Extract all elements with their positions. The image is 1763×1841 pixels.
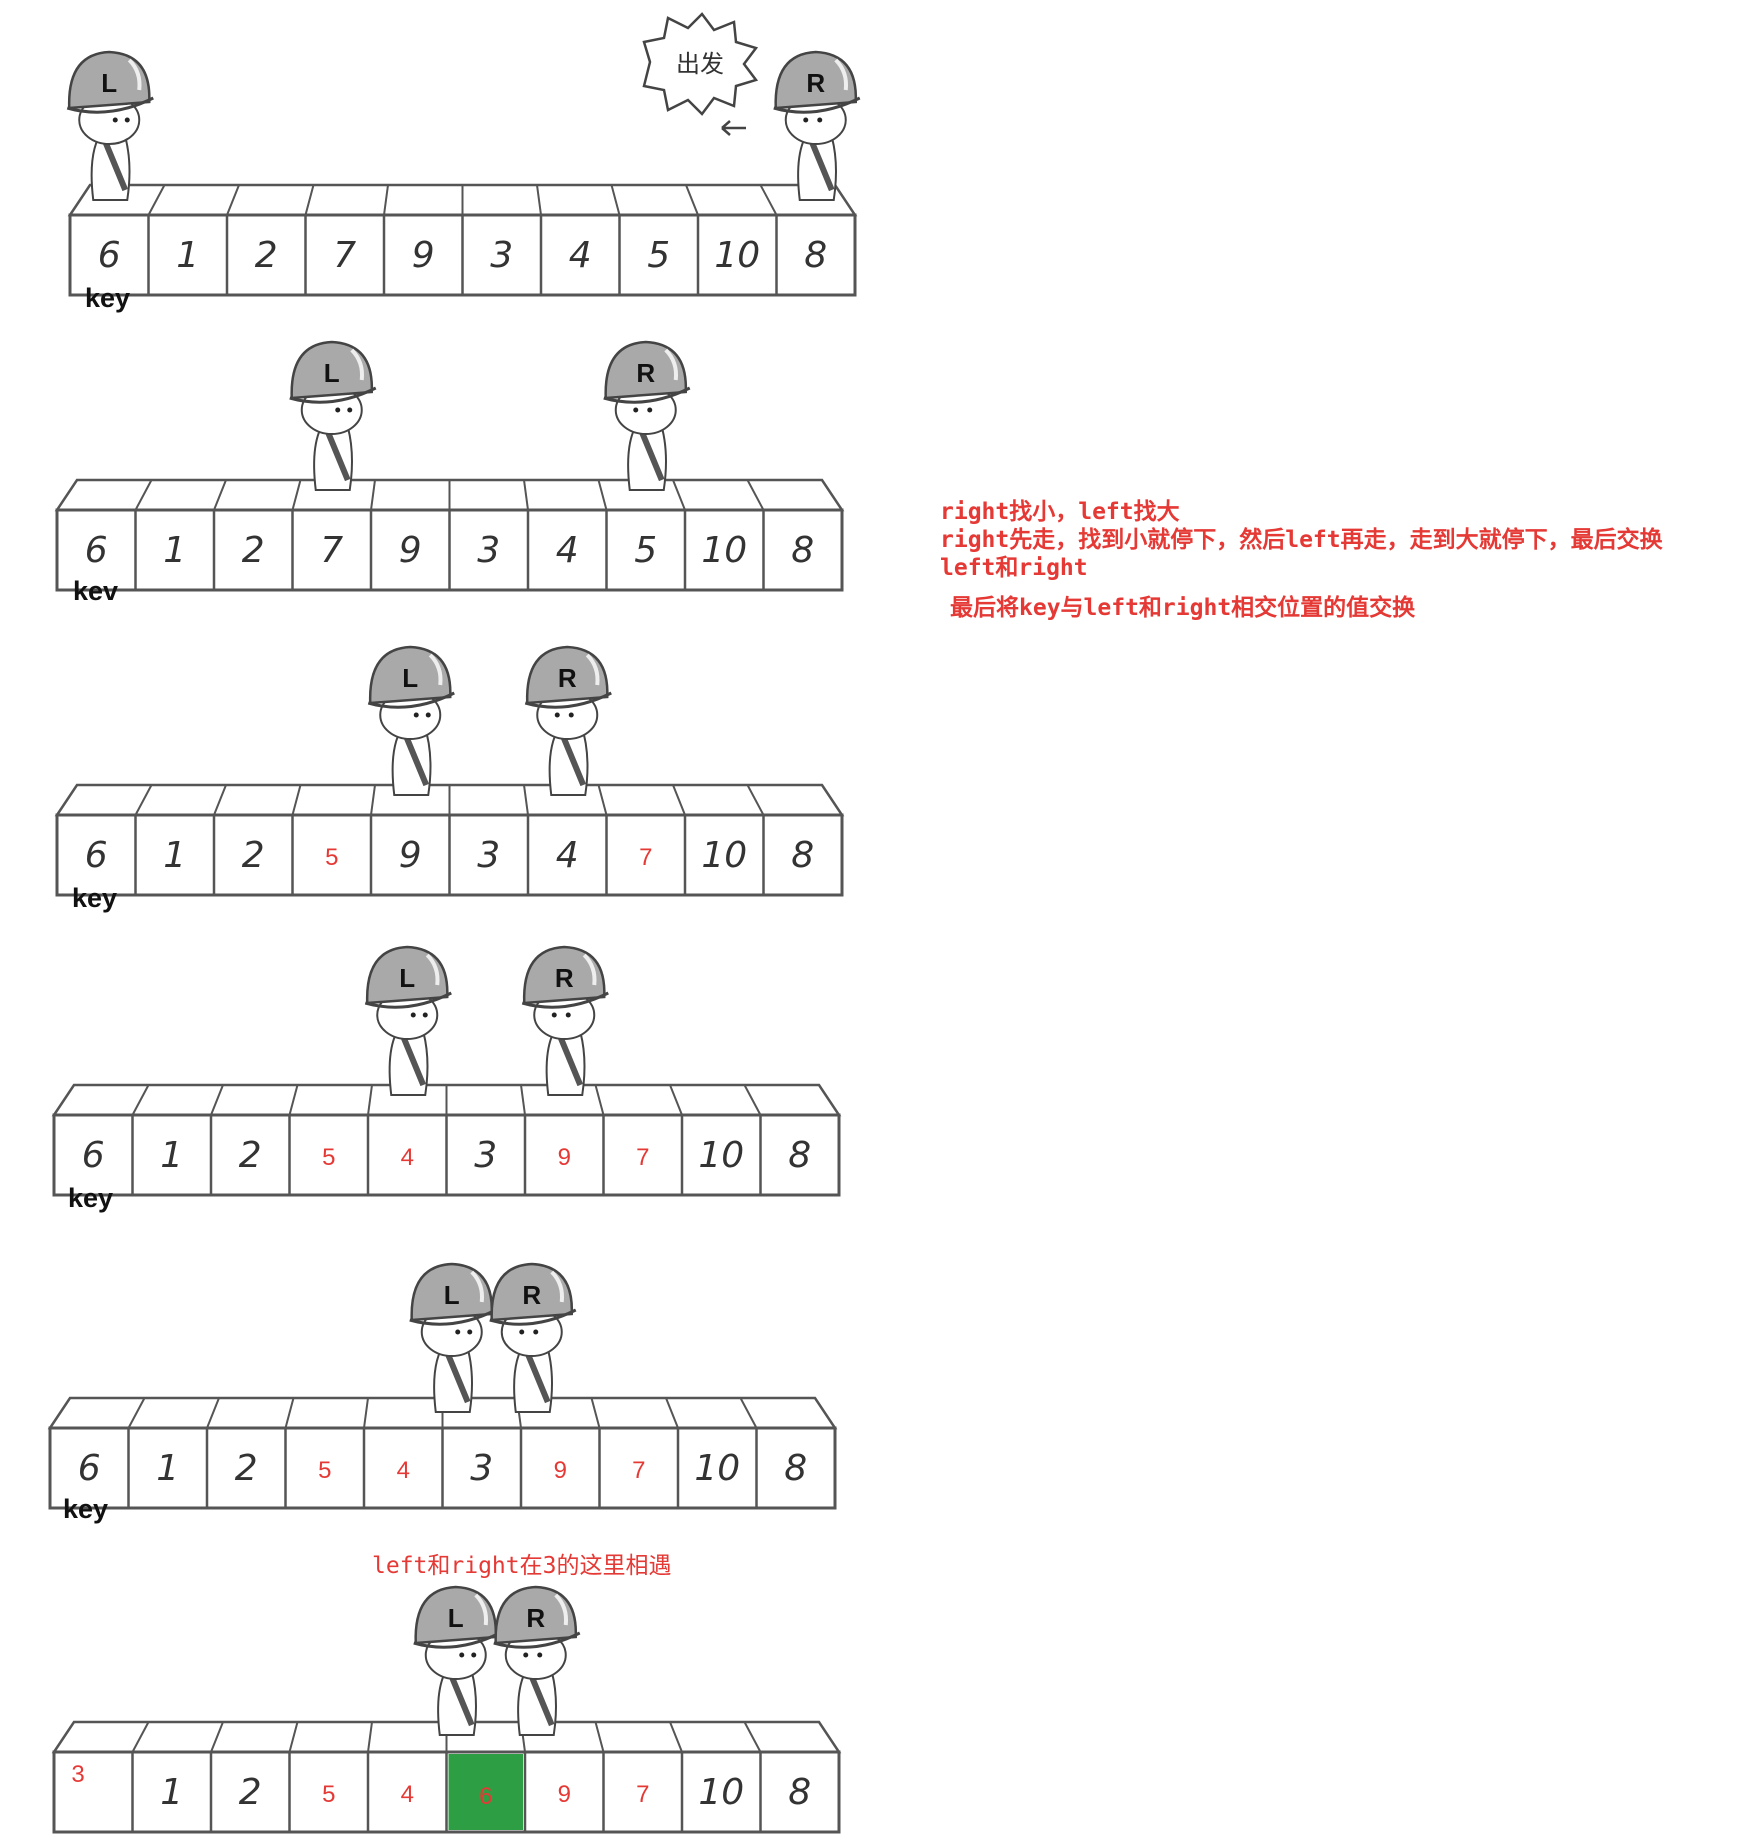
explanation-notes: right找小，left找大 right先走，找到小就停下，然后left再走，走… — [940, 498, 1663, 622]
array-cell-value: 9 — [412, 235, 435, 276]
note-line-2: right先走，找到小就停下，然后left再走，走到大就停下，最后交换 — [940, 527, 1663, 553]
soldier-right: R — [489, 1262, 577, 1413]
soldier-left-letter: L — [399, 963, 415, 993]
array-cell-value: 6 — [82, 1135, 105, 1176]
array-cell-value: 6 — [479, 1783, 492, 1810]
array-cell-value: 5 — [647, 235, 670, 276]
soldier-left: L — [289, 340, 377, 491]
soldier-left-letter: L — [448, 1603, 464, 1633]
array-cell-value: 10 — [701, 835, 747, 876]
array-cell-value: 8 — [791, 530, 814, 571]
array-cell-value: 10 — [714, 235, 760, 276]
soldier-left: L — [409, 1262, 497, 1413]
key-label: key — [63, 1494, 109, 1524]
array-cell-value: 9 — [399, 835, 422, 876]
array-cell-value: 7 — [636, 1781, 649, 1808]
soldier-left-letter: L — [324, 358, 340, 388]
note-line-4: 最后将key与left和right相交位置的值交换 — [950, 595, 1416, 621]
key-label: kev — [73, 576, 119, 606]
soldier-right-letter: R — [522, 1280, 541, 1310]
array-cell-value: 9 — [558, 1781, 571, 1808]
array-cell-value: 10 — [701, 530, 747, 571]
soldier-left: L — [413, 1585, 501, 1736]
soldier-left: L — [66, 50, 154, 201]
array-cell-value: 7 — [320, 530, 343, 571]
soldier-left-letter: L — [101, 68, 117, 98]
array-cell-value: 1 — [176, 235, 199, 276]
array-cell-value: 5 — [322, 1144, 335, 1171]
key-label: key — [72, 883, 118, 913]
array-cell-value: 8 — [788, 1135, 811, 1176]
array-cell-value: 4 — [556, 835, 579, 876]
soldier-right-letter: R — [555, 963, 574, 993]
array-cell-value: 6 — [85, 835, 108, 876]
array-cell-value: 5 — [634, 530, 657, 571]
soldier-right: R — [603, 340, 691, 491]
array-cell-value: 1 — [160, 1772, 183, 1813]
soldier-left: L — [367, 645, 455, 796]
array-cell-value: 2 — [239, 1772, 262, 1813]
array-cell-value: 7 — [632, 1457, 645, 1484]
array-cell-value: 10 — [694, 1448, 740, 1489]
array-cell-value: 9 — [554, 1457, 567, 1484]
array-cell-value: 5 — [322, 1781, 335, 1808]
soldier-right: R — [521, 945, 609, 1096]
array-cell-value: 9 — [558, 1144, 571, 1171]
soldier-right-letter: R — [806, 68, 825, 98]
shout-text: 出发 — [676, 50, 724, 78]
note-line-1: right找小，left找大 — [940, 499, 1180, 525]
array-cell-value: 4 — [401, 1781, 414, 1808]
soldier-left-letter: L — [444, 1280, 460, 1310]
array-cell-value: 8 — [784, 1448, 807, 1489]
array-cell-value: 10 — [698, 1772, 744, 1813]
soldier-right: R — [773, 50, 861, 201]
array-cell-value: 4 — [401, 1144, 414, 1171]
array-cell-value: 3 — [490, 235, 513, 276]
key-label: key — [85, 283, 131, 313]
arrow-left-icon — [718, 118, 748, 143]
array-cell-value: 4 — [569, 235, 592, 276]
soldier-right: R — [524, 645, 612, 796]
soldier-right-letter: R — [636, 358, 655, 388]
array-cell-value: 3 — [474, 1135, 497, 1176]
array-cell-value: 6 — [85, 530, 108, 571]
soldier-left-letter: L — [402, 663, 418, 693]
array-cell-value: 8 — [791, 835, 814, 876]
key-label: key — [68, 1183, 114, 1213]
array-cell-value: 3 — [477, 530, 500, 571]
shout-bubble: 出发 — [640, 12, 760, 122]
array-cell-value: 1 — [160, 1135, 183, 1176]
array-cell-value: 7 — [639, 844, 652, 871]
array-cell-value: 1 — [163, 530, 186, 571]
array-cell-value: 4 — [556, 530, 579, 571]
array-cell-value: 8 — [788, 1772, 811, 1813]
array-cell-value: 6 — [98, 235, 121, 276]
array-cell-value: 2 — [242, 835, 265, 876]
array-cell-value: 2 — [235, 1448, 258, 1489]
array-cell-value: 5 — [325, 844, 338, 871]
array-cell-value: 2 — [242, 530, 265, 571]
soldier-left: L — [364, 945, 452, 1096]
array-cell-value: 3 — [71, 1761, 84, 1788]
soldier-right-letter: R — [558, 663, 577, 693]
array-cell-value: 10 — [698, 1135, 744, 1176]
array-cell-value: 3 — [470, 1448, 493, 1489]
array-cell-value: 2 — [239, 1135, 262, 1176]
meet-note: left和right在3的这里相遇 — [372, 1553, 672, 1579]
array-cell-value: 2 — [255, 235, 278, 276]
array-cell-value: 7 — [636, 1144, 649, 1171]
array-cell-value: 8 — [804, 235, 827, 276]
array-cell-value: 1 — [156, 1448, 179, 1489]
array-cell-value: 4 — [397, 1457, 410, 1484]
array-cell-value: 7 — [333, 235, 356, 276]
array-cell-value: 9 — [399, 530, 422, 571]
soldier-right: R — [493, 1585, 581, 1736]
array-cell-value: 1 — [163, 835, 186, 876]
note-line-3: left和right — [940, 555, 1088, 581]
array-cell-value: 5 — [318, 1457, 331, 1484]
soldier-right-letter: R — [526, 1603, 545, 1633]
array-cell-value: 3 — [477, 835, 500, 876]
highlight-cell — [448, 1754, 523, 1830]
array-cell-value: 6 — [78, 1448, 101, 1489]
